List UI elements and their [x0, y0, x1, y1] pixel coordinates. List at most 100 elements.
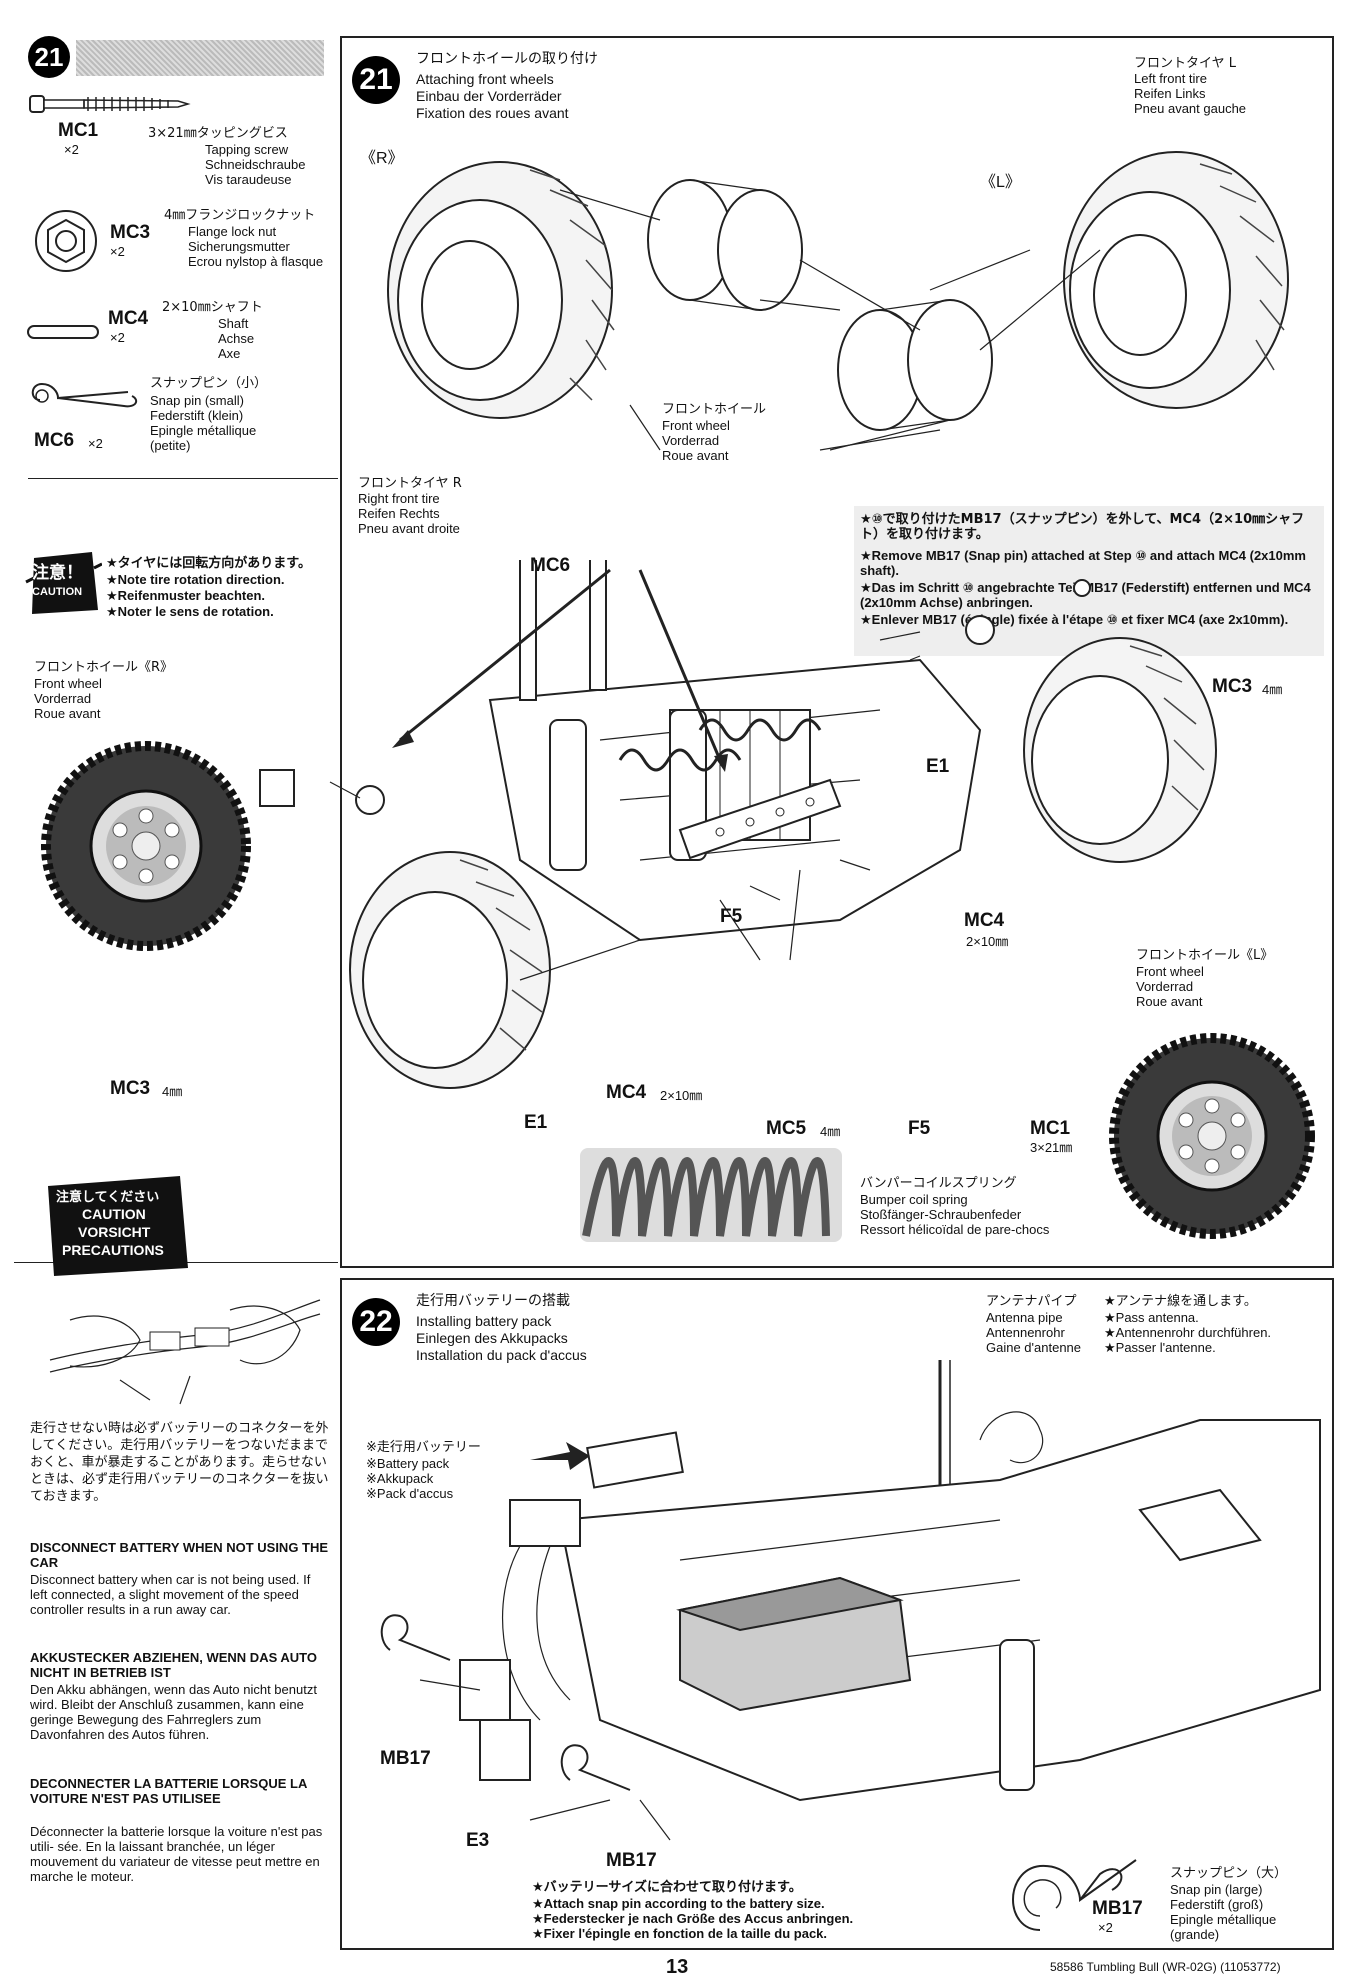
- part-fr-mc4: Axe: [218, 346, 241, 361]
- front-wheel-r-de: Vorderrad: [34, 691, 92, 706]
- antenna-fr: Gaine d'antenne: [986, 1340, 1082, 1355]
- right-tire-jp: フロントタイヤ R: [358, 476, 462, 491]
- bottom-note-jp: ★バッテリーサイズに合わせて取り付けます。: [532, 1880, 802, 1895]
- antenna-jp: アンテナパイプ: [986, 1294, 1077, 1309]
- step-21-panel: [340, 36, 1334, 1268]
- snap-pin-qty: ×2: [1098, 1920, 1113, 1935]
- note-box: [854, 506, 1324, 656]
- warning-badge-vorsicht: VORSICHT: [78, 1224, 151, 1240]
- right-tire-de: Reifen Rechts: [358, 506, 440, 521]
- step-22-panel: [340, 1278, 1334, 1950]
- callout-f5-top: F5: [720, 906, 743, 927]
- part-de-mc3: Sicherungsmutter: [188, 239, 290, 254]
- front-wheel-jp: フロントホイール: [662, 402, 767, 417]
- front-wheel-fr: Roue avant: [662, 448, 729, 463]
- divider: [28, 478, 338, 479]
- callout-mc6: MC6: [530, 555, 571, 576]
- warning-de-body: Den Akku abhängen, wenn das Auto nicht b…: [30, 1682, 317, 1742]
- bumper-coil-spring-illustration: [580, 1148, 842, 1242]
- warning-badge-jp: 注意してください: [56, 1190, 160, 1205]
- warning-badge-precautions: PRECAUTIONS: [62, 1242, 164, 1258]
- part-jp-mc1: 3×21㎜タッピングビス: [148, 126, 288, 141]
- spring-jp: バンパーコイルスプリング: [860, 1176, 1017, 1191]
- callout-mc3-right: MC3: [1212, 676, 1253, 697]
- caution-badge: 注意！ CAUTION: [24, 548, 103, 618]
- snap-pin-code: MB17: [1092, 1898, 1143, 1919]
- part-fr-mc3: Ecrou nylstop à flasque: [188, 254, 324, 269]
- warning-badge: [48, 1176, 188, 1276]
- part-qty-mc3: ×2: [110, 244, 125, 259]
- part-code-mc1: MC1: [58, 120, 99, 141]
- antenna-de: Antennenrohr: [986, 1325, 1065, 1340]
- chassis-assembly-diagram: [259, 560, 1217, 1089]
- step-21-number: 21: [352, 56, 400, 104]
- battery-en: ※Battery pack: [366, 1456, 450, 1471]
- bottom-note-de: ★Federstecker je nach Größe des Accus an…: [532, 1911, 854, 1926]
- callout-e1-left: E1: [524, 1112, 548, 1133]
- front-wheel-l-en: Front wheel: [1136, 964, 1204, 979]
- front-wheel-r-jp: フロントホイール《R》: [34, 660, 174, 675]
- part-jp-mc6: スナップピン（小）: [150, 376, 268, 391]
- callout-mc1-size: 3×21㎜: [1030, 1140, 1073, 1155]
- step-22-title-en: Installing battery pack: [416, 1313, 552, 1329]
- part-en-mc4: Shaft: [218, 316, 249, 331]
- bottom-note-en: ★Attach snap pin according to the batter…: [532, 1896, 825, 1911]
- callout-mc4-right-size: 2×10㎜: [966, 934, 1009, 949]
- callout-mc4-left-size: 2×10㎜: [660, 1088, 703, 1103]
- step-22-title-de: Einlegen des Akkupacks: [416, 1330, 568, 1346]
- callout-mc3-left-size: 4㎜: [162, 1084, 183, 1099]
- battery-fr: ※Pack d'accus: [366, 1486, 454, 1501]
- part-jp-mc3: 4㎜フランジロックナット: [164, 208, 316, 223]
- right-tire-fr: Pneu avant droite: [358, 521, 460, 536]
- snap-pin-jp: スナップピン（大）: [1170, 1866, 1288, 1881]
- battery-de: ※Akkupack: [366, 1471, 434, 1486]
- warning-fr-title: DECONNECTER LA BATTERIE LORSQUE LA VOITU…: [30, 1776, 307, 1806]
- antenna-note-jp: ★アンテナ線を通します。: [1104, 1294, 1257, 1309]
- callout-mb17-bottom: MB17: [606, 1850, 657, 1871]
- footer-ref: 58586 Tumbling Bull (WR-02G) (11053772): [1050, 1960, 1281, 1974]
- snap-pin-de: Federstift (groß): [1170, 1897, 1264, 1912]
- front-wheel-l-de: Vorderrad: [1136, 979, 1194, 994]
- callout-mc1: MC1: [1030, 1118, 1071, 1139]
- caution-badge-en: CAUTION: [32, 586, 83, 598]
- front-wheel-l-fr: Roue avant: [1136, 994, 1203, 1009]
- label-r: 《R》: [360, 150, 404, 167]
- snap-pin-small-icon: [31, 382, 138, 408]
- front-wheel-r-en: Front wheel: [34, 676, 102, 691]
- part-jp-mc4: 2×10㎜シャフト: [162, 300, 263, 315]
- part-qty-mc6: ×2: [88, 436, 103, 451]
- step-21-title-jp: フロントホイールの取り付け: [416, 51, 598, 67]
- part-en-mc1: Tapping screw: [205, 142, 289, 157]
- note-jp: ★⑩で取り付けたMB17（スナップピン）を外して、MC4（2×10㎜シャフト）を…: [860, 512, 1305, 542]
- step-21-title-fr: Fixation des roues avant: [416, 105, 569, 121]
- front-wheel-en: Front wheel: [662, 418, 730, 433]
- caution-line-de: ★Reifenmuster beachten.: [106, 588, 266, 603]
- warning-en-title: DISCONNECT BATTERY WHEN NOT USING THE CA…: [30, 1540, 329, 1570]
- warning-de-title: AKKUSTECKER ABZIEHEN, WENN DAS AUTO NICH…: [30, 1650, 317, 1680]
- antenna-note-en: ★Pass antenna.: [1104, 1310, 1199, 1325]
- left-tire-en: Left front tire: [1134, 71, 1207, 86]
- callout-e1-right: E1: [926, 756, 950, 777]
- antenna-en: Antenna pipe: [986, 1310, 1063, 1325]
- spring-fr: Ressort hélicoïdal de pare-chocs: [860, 1222, 1050, 1237]
- part-en-mc3: Flange lock nut: [188, 224, 277, 239]
- note-en: ★Remove MB17 (Snap pin) attached at Step…: [860, 548, 1306, 578]
- callout-mc5: MC5: [766, 1118, 807, 1139]
- battery-install-diagram: [380, 1360, 1321, 1841]
- caution-badge-jp: 注意！: [32, 563, 83, 583]
- part-qty-mc4: ×2: [110, 330, 125, 345]
- antenna-note-fr: ★Passer l'antenne.: [1104, 1340, 1216, 1355]
- part-de-mc4: Achse: [218, 331, 255, 346]
- caution-line-fr: ★Noter le sens de rotation.: [106, 604, 274, 619]
- front-wheel-r-fr: Roue avant: [34, 706, 101, 721]
- tire-photo-l: [1109, 1033, 1315, 1239]
- front-wheel-de: Vorderrad: [662, 433, 720, 448]
- caution-line-en: ★Note tire rotation direction.: [106, 572, 285, 587]
- warning-badge-caution: CAUTION: [82, 1206, 146, 1222]
- left-tire-jp: フロントタイヤ L: [1134, 56, 1236, 71]
- part-en-mc6: Snap pin (small): [150, 393, 244, 408]
- callout-e3: E3: [466, 1830, 490, 1851]
- left-tire-fr: Pneu avant gauche: [1134, 101, 1247, 116]
- battery-jp: ※走行用バッテリー: [366, 1440, 481, 1455]
- tire-photo-r: [41, 741, 251, 951]
